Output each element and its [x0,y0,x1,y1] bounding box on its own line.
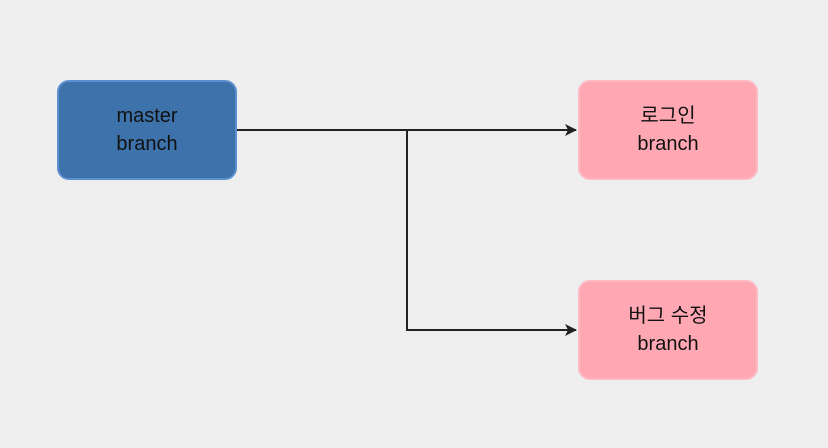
login-node-title: 로그인 [640,105,696,127]
login-branch-node[interactable]: 로그인 branch [578,80,758,180]
master-node-subtitle: branch [116,133,178,155]
edge-master-to-bugfix [406,130,577,336]
master-branch-node[interactable]: master branch [57,80,237,180]
bugfix-node-title: 버그 수정 [628,305,708,327]
master-node-title: master [116,105,178,127]
bugfix-node-subtitle: branch [637,333,699,355]
bugfix-branch-node[interactable]: 버그 수정 branch [578,280,758,380]
login-node-subtitle: branch [637,133,699,155]
